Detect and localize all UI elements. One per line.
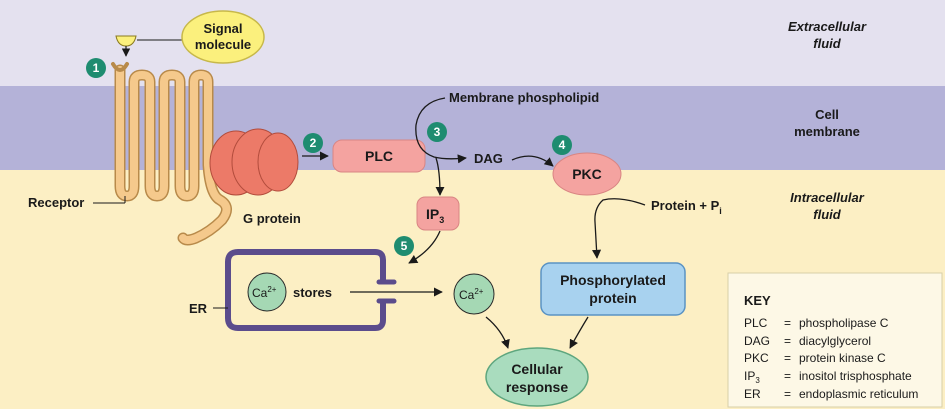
membrane-label-line2: membrane xyxy=(794,124,860,139)
key-def-ip3: inositol trisphosphate xyxy=(799,369,912,383)
ca-free-ion: Ca2+ xyxy=(459,287,484,302)
svg-text:=: = xyxy=(784,316,791,330)
cellular-response-line1: Cellular xyxy=(511,361,563,377)
svg-text:=: = xyxy=(784,387,791,401)
key-abbr-er: ER xyxy=(744,387,761,401)
svg-text:=: = xyxy=(784,369,791,383)
step-badge-4: 4 xyxy=(552,135,572,155)
ca-stores-circle xyxy=(247,272,287,312)
phosphorylated-protein-box xyxy=(540,262,686,316)
g-protein-label: G protein xyxy=(243,211,301,226)
step-badge-2: 2 xyxy=(303,133,323,153)
svg-text:2: 2 xyxy=(310,136,317,150)
extracellular-label-line2: fluid xyxy=(813,36,841,51)
membrane-region xyxy=(0,86,945,170)
key-def-er: endoplasmic reticulum xyxy=(799,387,918,401)
intracellular-label-line2: fluid xyxy=(813,207,841,222)
key-def-plc: phospholipase C xyxy=(799,316,889,330)
pkc-ellipse xyxy=(552,152,622,196)
membrane-label-line1: Cell xyxy=(815,107,839,122)
extracellular-region xyxy=(0,0,945,86)
step-badge-5: 5 xyxy=(394,236,414,256)
signal-molecule-bubble xyxy=(181,10,265,64)
membrane-phospholipid-label: Membrane phospholipid xyxy=(449,90,599,105)
phosphorylated-protein-line2: protein xyxy=(589,290,636,306)
plc-label: PLC xyxy=(365,148,393,164)
g-protein xyxy=(209,128,299,196)
signal-ligand xyxy=(115,35,137,47)
extracellular-label-line1: Extracellular xyxy=(788,19,867,34)
svg-text:=: = xyxy=(784,351,791,365)
key-title: KEY xyxy=(744,293,771,308)
svg-text:3: 3 xyxy=(434,125,441,139)
ca-stores-ion: Ca2+ xyxy=(252,285,277,300)
receptor-label: Receptor xyxy=(28,195,84,210)
ca-stores-label: stores xyxy=(293,285,332,300)
svg-text:=: = xyxy=(784,334,791,348)
key-abbr-plc: PLC xyxy=(744,316,768,330)
svg-text:4: 4 xyxy=(559,138,566,152)
key-def-pkc: protein kinase C xyxy=(799,351,886,365)
er-membrane xyxy=(225,249,386,331)
cellular-response-ellipse xyxy=(485,347,589,407)
svg-text:1: 1 xyxy=(93,61,100,75)
step-badge-3: 3 xyxy=(427,122,447,142)
signal-molecule-line2: molecule xyxy=(195,37,251,52)
key-abbr-dag: DAG xyxy=(744,334,770,348)
ip3-box xyxy=(416,196,460,231)
plc-box xyxy=(332,139,426,173)
key-abbr-pkc: PKC xyxy=(744,351,769,365)
step-badge-1: 1 xyxy=(86,58,106,78)
key-def-dag: diacylglycerol xyxy=(799,334,871,348)
ip3-label: IP3 xyxy=(426,206,444,225)
ca-free-circle xyxy=(453,273,495,315)
protein-pi-label: Protein + Pi xyxy=(651,198,722,216)
cellular-response-line2: response xyxy=(506,379,568,395)
svg-text:5: 5 xyxy=(401,239,408,253)
er-label: ER xyxy=(189,301,208,316)
phosphorylated-protein-line1: Phosphorylated xyxy=(560,272,666,288)
key-abbr-ip3: IP3 xyxy=(744,369,760,385)
intracellular-label-line1: Intracellular xyxy=(790,190,865,205)
dag-label: DAG xyxy=(474,151,503,166)
signal-molecule-line1: Signal xyxy=(203,21,242,36)
key-legend: KEY PLC = phospholipase C DAG = diacylgl… xyxy=(727,272,943,408)
pkc-label: PKC xyxy=(572,166,602,182)
